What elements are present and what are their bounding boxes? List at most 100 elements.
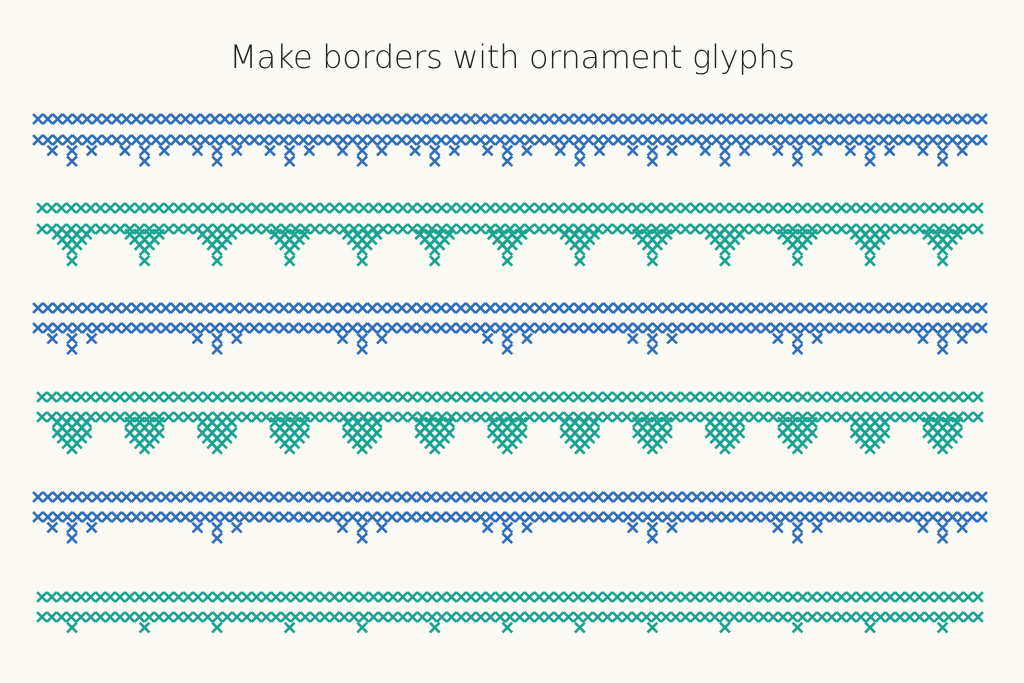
cross-stitch: [55, 591, 68, 603]
cross-stitch: [396, 202, 409, 214]
cross-stitch: [651, 491, 664, 503]
cross-stitch: [211, 391, 224, 403]
cross-stitch: [917, 134, 929, 146]
cross-stitch: [972, 411, 984, 423]
cross-stitch: [962, 611, 975, 623]
cross-stitch: [65, 591, 78, 603]
cross-stitch: [769, 491, 782, 503]
cross-stitch: [818, 113, 831, 125]
cross-stitch: [884, 391, 897, 403]
cross-stitch: [877, 511, 890, 523]
cross-stitch: [250, 611, 263, 623]
cross-stitch: [130, 302, 143, 314]
cross-stitch: [646, 343, 659, 356]
cross-stitch: [211, 202, 224, 214]
cross-stitch: [646, 332, 659, 345]
cross-stitch: [258, 322, 271, 334]
cross-stitch: [553, 302, 566, 314]
cross-stitch: [268, 491, 280, 503]
cross-stitch: [601, 611, 614, 623]
cross-stitch: [162, 202, 175, 214]
cross-stitch: [231, 391, 243, 403]
cross-stitch: [679, 391, 692, 403]
cross-stitch: [591, 391, 604, 403]
cross-stitch: [484, 322, 497, 334]
cross-stitch: [894, 202, 906, 214]
cross-stitch: [612, 511, 625, 523]
cross-stitch: [855, 591, 867, 603]
cross-stitch: [238, 134, 251, 146]
cross-stitch: [651, 302, 664, 314]
cross-stitch: [710, 302, 723, 314]
cross-stitch: [811, 144, 824, 157]
cross-stitch: [887, 302, 900, 314]
blue-small-pendant-border: [32, 113, 988, 168]
cross-stitch: [435, 302, 448, 314]
cross-stitch: [81, 491, 94, 503]
cross-stitch: [962, 391, 975, 403]
cross-stitch: [602, 302, 615, 314]
cross-stitch: [779, 134, 792, 146]
cross-stitch: [501, 443, 514, 455]
cross-stitch: [740, 113, 752, 125]
cross-stitch: [533, 411, 546, 423]
cross-stitch: [917, 144, 929, 157]
cross-stitch: [907, 511, 920, 523]
cross-stitch: [669, 411, 682, 423]
cross-stitch: [523, 511, 536, 523]
cross-stitch: [708, 611, 721, 623]
cross-stitch: [396, 391, 409, 403]
cross-stitch: [917, 491, 929, 503]
cross-stitch: [209, 134, 221, 146]
cross-stitch: [858, 134, 870, 146]
cross-stitch: [574, 144, 586, 157]
cross-stitch: [346, 113, 359, 125]
cross-stitch: [894, 591, 906, 603]
cross-stitch: [622, 491, 634, 503]
cross-stitch: [936, 255, 949, 267]
cross-stitch: [671, 511, 684, 523]
cross-stitch: [513, 134, 526, 146]
cross-stitch: [270, 202, 282, 214]
cross-stitch: [336, 144, 349, 157]
cross-stitch: [91, 302, 103, 314]
cross-stitch: [874, 591, 887, 603]
cross-stitch: [669, 591, 682, 603]
cross-stitch: [366, 511, 379, 523]
cross-stitch: [864, 591, 877, 603]
cross-stitch: [481, 332, 494, 345]
cross-stitch: [771, 332, 784, 345]
cross-stitch: [933, 611, 945, 623]
cross-stitch: [533, 322, 546, 334]
cross-stitch: [386, 491, 398, 503]
cross-stitch: [952, 591, 965, 603]
cross-stitch: [158, 144, 171, 157]
cross-stitch: [464, 134, 477, 146]
cross-stitch: [699, 202, 711, 214]
cross-stitch: [123, 611, 136, 623]
cross-stitch: [907, 491, 920, 503]
cross-stitch: [94, 223, 107, 235]
cross-stitch: [572, 302, 585, 314]
cross-stitch: [297, 113, 310, 125]
cross-stitch: [172, 223, 185, 235]
cross-stitch: [309, 411, 321, 423]
cross-stitch: [162, 223, 175, 235]
cross-stitch: [640, 591, 653, 603]
cross-stitch: [209, 113, 221, 125]
cross-stitch: [848, 302, 861, 314]
cross-stitch: [612, 302, 625, 314]
cross-stitch: [366, 491, 379, 503]
cross-stitch: [211, 244, 223, 256]
cross-stitch: [464, 491, 477, 503]
cross-stitch: [209, 511, 221, 523]
cross-stitch: [791, 343, 804, 356]
cross-stitch: [845, 611, 858, 623]
cross-stitch: [46, 332, 59, 345]
cross-stitch: [864, 202, 877, 214]
cross-stitch: [689, 611, 702, 623]
cross-stitch: [799, 511, 811, 523]
cross-stitch: [740, 134, 752, 146]
cross-stitch: [454, 322, 467, 334]
cross-stitch: [877, 134, 890, 146]
